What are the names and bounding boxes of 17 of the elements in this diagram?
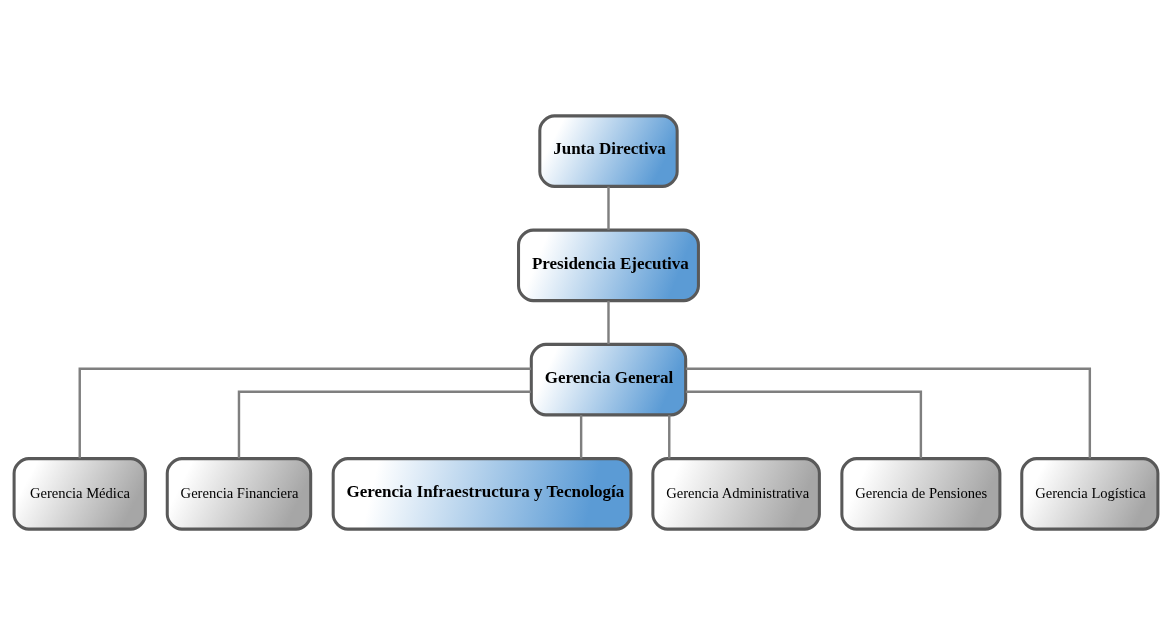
connector bbox=[607, 186, 610, 230]
node-box: Gerencia General bbox=[529, 342, 688, 416]
node-box: Junta Directiva bbox=[538, 113, 679, 188]
connector bbox=[685, 390, 923, 458]
node-box: Gerencia Administrativa bbox=[651, 456, 821, 531]
connector bbox=[78, 366, 532, 458]
connector bbox=[237, 390, 531, 458]
node-box: Gerencia Médica bbox=[12, 456, 147, 531]
node-box: Gerencia Logística bbox=[1020, 456, 1160, 531]
node-box: Gerencia de Pensiones bbox=[840, 456, 1002, 531]
node-box: Gerencia Infraestructura y Tecnología bbox=[331, 456, 633, 531]
connector bbox=[607, 300, 610, 344]
node-box: Gerencia Financiera bbox=[165, 456, 313, 531]
connector bbox=[579, 414, 583, 458]
connector bbox=[668, 414, 671, 458]
connector bbox=[685, 366, 1092, 458]
node-box: Presidencia Ejecutiva bbox=[517, 228, 700, 302]
